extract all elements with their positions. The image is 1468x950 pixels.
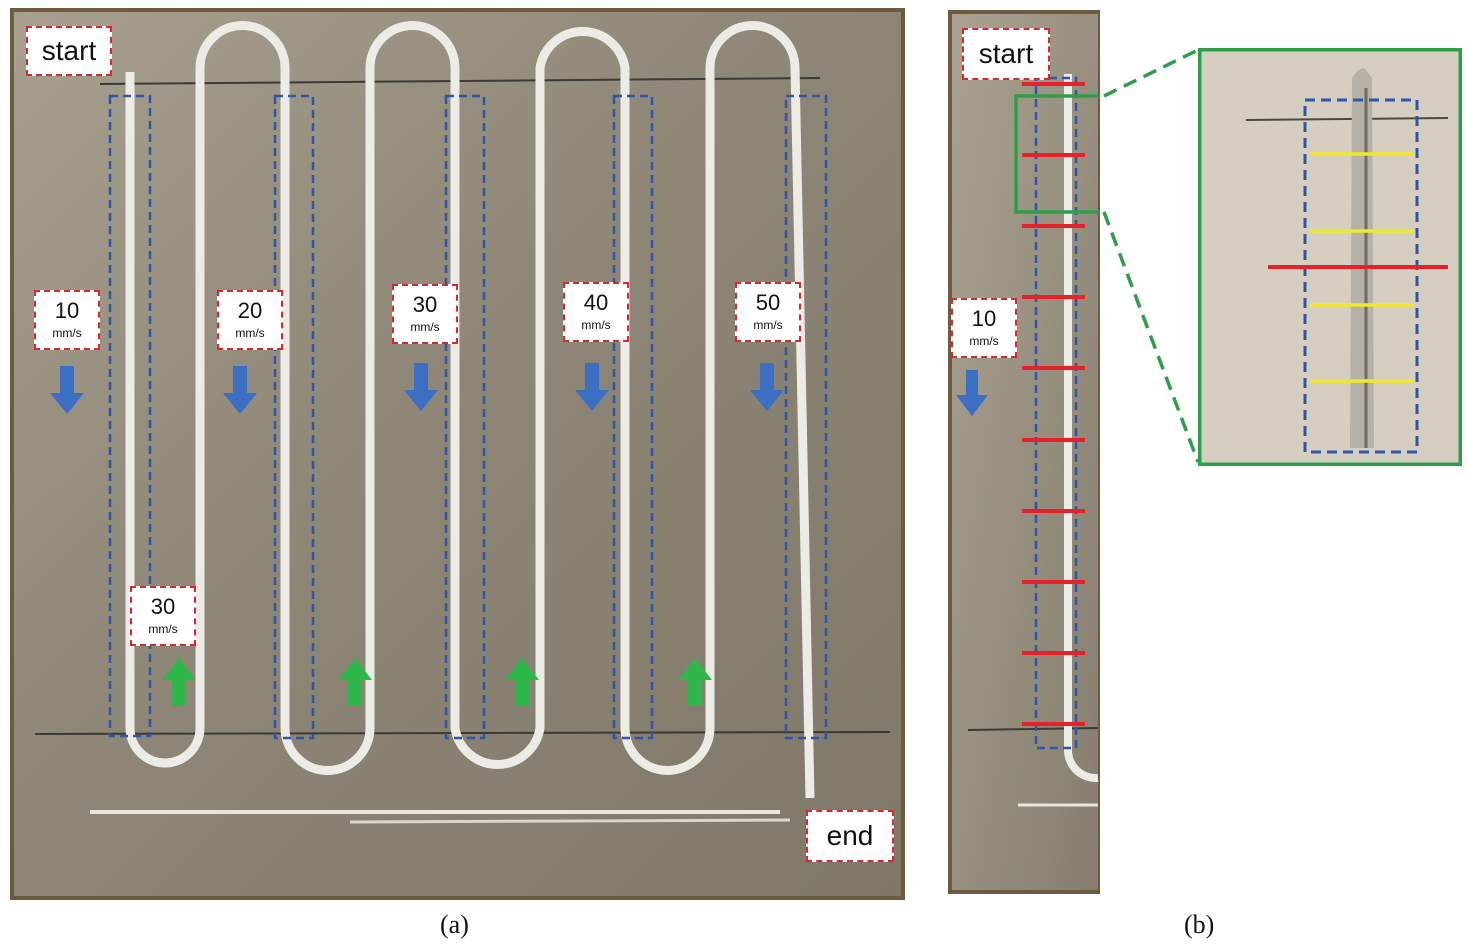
zoom-inset-photo (1198, 48, 1462, 466)
start-label-b-text: start (978, 38, 1034, 69)
speed-value: 20 (237, 298, 263, 323)
speed-label-20: 20 mm/s (217, 290, 283, 350)
caption-a: (a) (440, 910, 469, 939)
speed-label-10: 10 mm/s (34, 290, 100, 350)
end-label-text: end (826, 820, 874, 851)
speed-unit: mm/s (52, 326, 82, 340)
speed-value: 10 (971, 306, 997, 331)
speed-label-50: 50 mm/s (735, 282, 801, 342)
speed-unit: mm/s (148, 622, 178, 636)
speed-unit: mm/s (235, 326, 265, 340)
return-speed-label: 30 mm/s (130, 586, 196, 646)
measurement-region (1303, 98, 1419, 454)
speed-value: 10 (54, 298, 80, 323)
speed-label-40: 40 mm/s (563, 282, 629, 342)
speed-value: 50 (755, 290, 781, 315)
speed-unit: mm/s (753, 318, 783, 332)
caption-b: (b) (1184, 910, 1215, 939)
start-label: start (26, 26, 112, 76)
photo-panel-b: start 10 mm/s (948, 10, 1100, 894)
speed-label-b: 10 mm/s (951, 298, 1017, 358)
measurement-lines (1022, 82, 1085, 726)
printed-track (125, 21, 815, 799)
print-bed-photo (10, 8, 905, 900)
measurement-region (1034, 76, 1078, 750)
zoom-region-box (1014, 94, 1100, 214)
speed-label-30: 30 mm/s (392, 284, 458, 344)
speed-value: 30 (412, 292, 438, 317)
speed-unit: mm/s (969, 334, 999, 348)
speed-value: 30 (150, 594, 176, 619)
up-arrows (162, 658, 712, 706)
speed-unit: mm/s (410, 320, 440, 334)
speed-unit: mm/s (581, 318, 611, 332)
measurement-regions (108, 94, 828, 740)
start-label-text: start (41, 35, 97, 66)
down-arrow (956, 370, 988, 416)
yellow-measurement-lines (1310, 152, 1414, 383)
zoom-inset-frame (1198, 48, 1462, 466)
down-arrows (50, 363, 784, 414)
start-label-b: start (962, 28, 1050, 80)
print-bed-crop (948, 10, 1100, 894)
zoom-inset (1198, 48, 1462, 466)
end-label: end (806, 810, 894, 862)
speed-value: 40 (583, 290, 609, 315)
photo-panel-a: start end 10 mm/s 20 mm/s 30 mm/s 40 mm/… (10, 8, 905, 900)
